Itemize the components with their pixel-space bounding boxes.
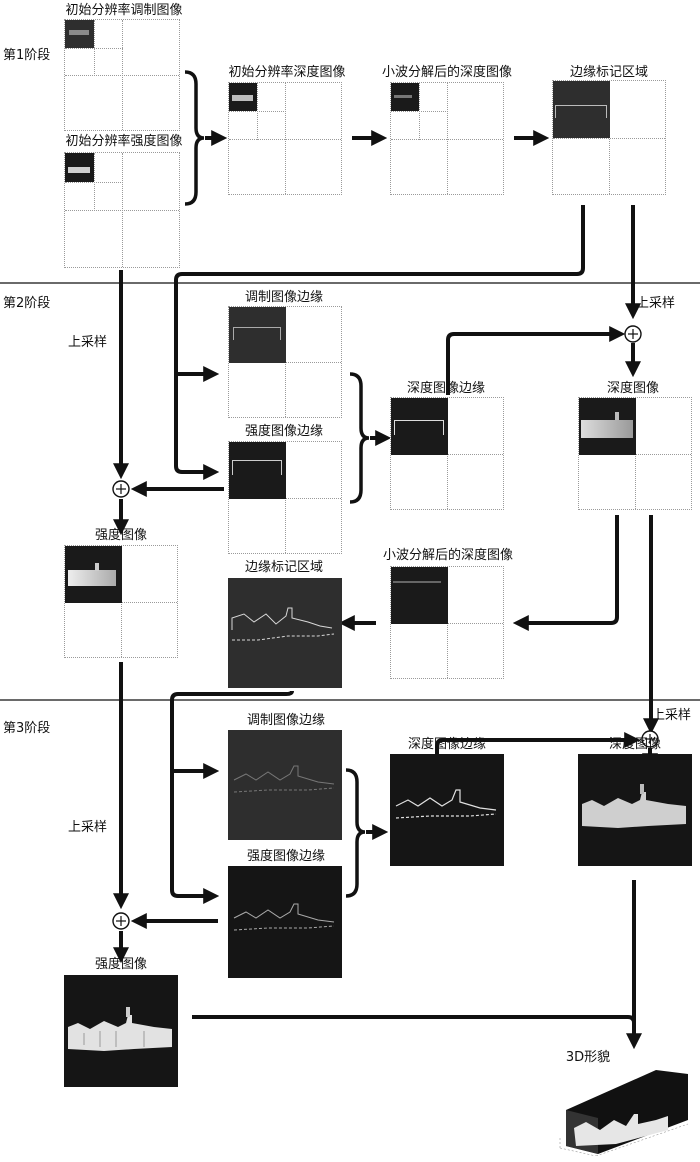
upsample-left-label-s2: 上采样 [68,335,108,350]
init-modulation-image [64,19,180,131]
edge-region-image-s2 [228,578,342,688]
depth-image-s2 [578,397,692,510]
shape-3d-image [556,1050,690,1157]
depth-image-s3 [578,754,692,866]
shape-3d-title: 3D形貌 [565,1050,611,1065]
intensity-image-s2 [64,545,178,658]
init-intensity-image [64,152,180,268]
stage1-brace [184,70,205,206]
route-depth-edge-to-plus-s2 [446,326,626,395]
intensity-edge-image-s2 [228,441,342,554]
plus-node-s2-left [112,480,130,498]
init-depth-image [228,82,342,195]
edge-region-image-s1 [552,80,666,195]
upsample-right-label-s2: 上采样 [636,296,676,311]
init-depth-title: 初始分辨率深度图像 [228,65,346,80]
route-edge-to-stage3 [170,690,294,904]
modulation-edge-title-s2: 调制图像边缘 [244,290,324,305]
plus-node-s3-left [112,912,130,930]
edge-region-title-s1: 边缘标记区域 [569,65,649,80]
modulation-edge-image-s3 [228,730,342,840]
route-depth-edge-to-plus-s3 [435,732,641,754]
edge-region-sketch-s2 [231,607,335,641]
stage1-label: 第1阶段 [3,48,51,63]
plus-symbol-text: + [629,327,630,342]
stage3-label: 第3阶段 [3,721,51,736]
depth-edge-title-s3: 深度图像边缘 [407,737,487,752]
intensity-edge-image-s3 [228,866,342,978]
route-depth-to-wavelet-s2 [512,515,619,631]
depth-edge-title-s2: 深度图像边缘 [406,381,486,396]
edge-region-title-s2: 边缘标记区域 [244,560,324,575]
depth-image-title-s2: 深度图像 [606,381,660,396]
intensity-edge-title-s3: 强度图像边缘 [246,849,326,864]
upsample-right-label-s3: 上采样 [652,708,692,723]
depth-edge-image-s3 [390,754,504,866]
plus-node-s3-right [641,730,659,748]
plus-node-s2-right [624,325,642,343]
wavelet-depth-image-s2 [390,566,504,679]
route-edge-to-stage2 [174,205,585,480]
wavelet-depth-title-s2: 小波分解后的深度图像 [382,548,514,563]
init-modulation-title: 初始分辨率调制图像 [65,3,183,18]
init-intensity-title: 初始分辨率强度图像 [65,134,183,149]
stage2-brace [349,372,370,504]
modulation-edge-title-s3: 调制图像边缘 [246,713,326,728]
intensity-image-title-s3: 强度图像 [94,957,148,972]
intensity-image-s3 [64,975,178,1087]
stage2-label: 第2阶段 [3,296,51,311]
modulation-edge-image-s2 [228,306,342,418]
depth-image-title-s3: 深度图像 [608,737,662,752]
upsample-left-label-s3: 上采样 [68,820,108,835]
wavelet-depth-image-s1 [390,82,504,195]
intensity-edge-title-s2: 强度图像边缘 [244,424,324,439]
intensity-image-title-s2: 强度图像 [94,528,148,543]
stage3-brace [345,768,366,898]
depth-edge-image-s2 [390,397,504,510]
route-intensity-to-3d [192,1015,642,1050]
wavelet-depth-title-s1: 小波分解后的深度图像 [381,65,513,80]
